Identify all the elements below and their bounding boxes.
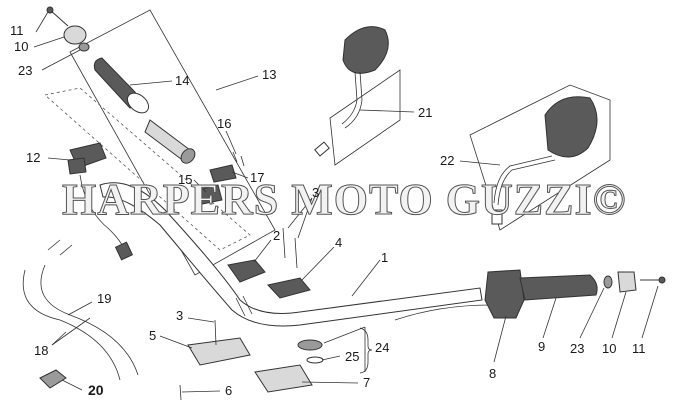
- callout-label: 21: [418, 105, 432, 120]
- callout-label: 25: [345, 349, 359, 364]
- throttle-grip: [519, 274, 598, 301]
- right-switch-cable: [394, 304, 491, 321]
- callout-label: 18: [34, 343, 48, 358]
- callout-label: 10: [602, 341, 616, 356]
- watermark: HARPERS MOTO GUZZI©: [62, 175, 626, 224]
- callout-label: 4: [335, 235, 342, 250]
- callout-label: 17: [250, 170, 264, 185]
- left-bar-end-group: [46, 6, 90, 52]
- right-bar-end-group: [603, 271, 666, 293]
- callout-label: 14: [175, 73, 189, 88]
- lower-clamps-group: [179, 319, 324, 401]
- left-mirror-group: [314, 26, 389, 157]
- callout-label: 13: [262, 67, 276, 82]
- throttle-cables-group: [22, 239, 139, 381]
- left-grip-group: [93, 57, 196, 164]
- callout-label: 22: [440, 153, 454, 168]
- left-mirror-box: [329, 69, 401, 166]
- callout-labels: 11 10 23 14 13 16 12 15 17 21 22 3 2 4 1…: [10, 23, 646, 398]
- callout-label: 3: [312, 185, 319, 200]
- callout-label: 16: [217, 116, 231, 131]
- handlebar-group: [99, 182, 483, 327]
- callout-label: 23: [570, 341, 584, 356]
- right-switch: [484, 269, 525, 319]
- right-mirror-group: [491, 96, 598, 225]
- callout-label: 10: [14, 39, 28, 54]
- callout-label: 12: [26, 150, 40, 165]
- callout-label: 1: [381, 250, 388, 265]
- callout-label: 11: [632, 341, 646, 356]
- callout-label: 15: [178, 172, 192, 187]
- upper-clamps-group: [227, 227, 311, 299]
- left-switch-group: [67, 142, 134, 261]
- callout-label: 5: [149, 328, 156, 343]
- callout-label: 2: [273, 228, 280, 243]
- callout-label: 7: [363, 375, 370, 390]
- callout-label: 8: [489, 366, 496, 381]
- callout-label: 3: [176, 308, 183, 323]
- callout-label: 20: [88, 382, 104, 398]
- callout-label: 19: [97, 291, 111, 306]
- callout-brace-24: [359, 327, 373, 374]
- callout-label: 6: [225, 383, 232, 398]
- callout-label: 24: [375, 340, 389, 355]
- callout-label: 9: [538, 339, 545, 354]
- leader-lines: [33, 11, 659, 393]
- callout-label: 11: [10, 23, 24, 38]
- callout-label: 23: [18, 63, 32, 78]
- left-switch-dashed-box: [44, 87, 251, 251]
- cable-bracket: [39, 369, 67, 389]
